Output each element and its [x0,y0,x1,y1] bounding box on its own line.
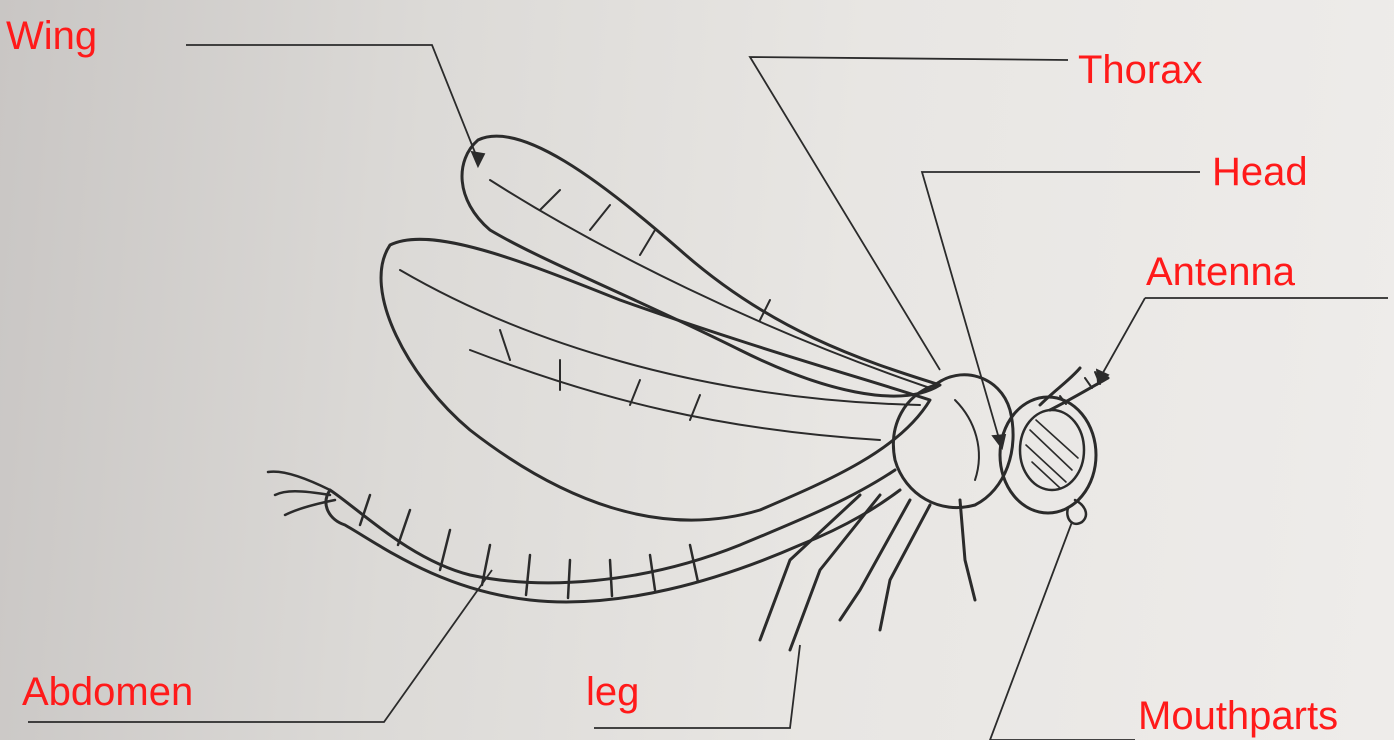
leg-front [960,500,975,600]
antenna-segments [1060,372,1100,404]
label-abdomen: Abdomen [22,672,193,712]
leader-line-wing [186,45,478,160]
label-mouthparts: Mouthparts [1138,696,1338,736]
head-shape [1000,397,1096,513]
label-leg: leg [586,672,639,712]
leader-line-antenna [1100,298,1388,378]
tail-appendages [268,472,335,515]
upper-wing-vein [490,180,930,388]
leader-line-head [922,172,1200,442]
eye-hatching [1026,420,1078,488]
thorax-detail [955,400,979,480]
label-head: Head [1212,152,1308,192]
leader-line-thorax [750,57,1068,370]
lower-wing-vein [500,300,770,420]
arrowhead-head [993,435,1005,448]
lower-wing [381,239,930,520]
label-thorax: Thorax [1078,50,1203,90]
leg-middle [880,505,930,630]
leader-line-mouthparts [990,522,1135,740]
label-wing: Wing [6,16,97,56]
label-antenna: Antenna [1146,252,1295,292]
lower-wing-vein [470,350,880,440]
arrowhead-wing [472,152,484,166]
upper-wing-vein [540,190,655,255]
lower-wing-vein [400,270,920,405]
